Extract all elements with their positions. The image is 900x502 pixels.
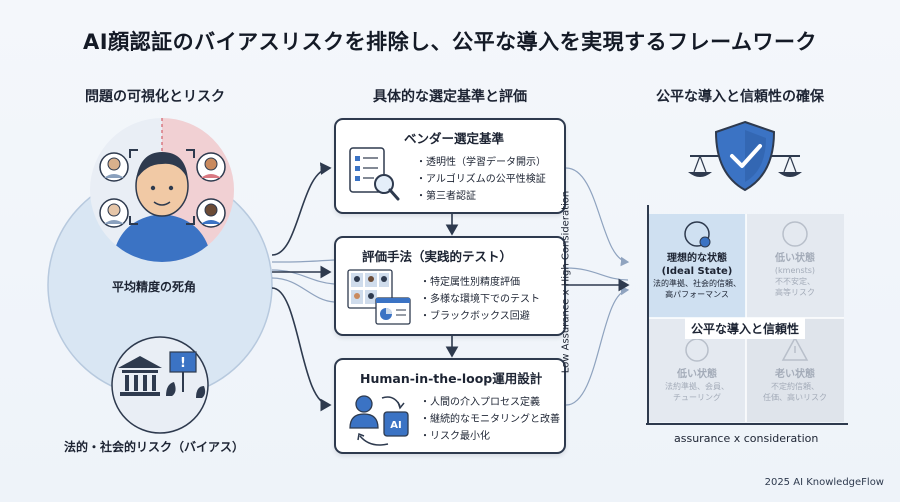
card-title: ベンダー選定基準 [404,131,505,146]
column-heading-fairness: 公平な導入と信頼性の確保 [656,89,824,105]
svg-text:!: ! [180,356,186,371]
face-circle [90,118,234,262]
footer-credit: 2025 AI KnowledgeFlow [764,477,884,488]
quadrant-bottom-right: 老い状態 不定約信頼、 任価、高いリスク [763,369,827,402]
card-title: Human-in-the-loop運用設計 [360,371,543,386]
column-heading-problem: 問題の可視化とリスク [85,89,225,105]
list-item: 多様な環境下でのテスト [420,291,540,308]
column-heading-criteria: 具体的な選定基準と評価 [373,89,527,105]
list-item: 継続的なモニタリングと改善 [420,411,560,428]
legal-risk-label: 法的・社会的リスク（バイアス） [64,440,245,454]
list-item: 特定属性別精度評価 [420,274,540,291]
shield-scale-icon [688,120,802,192]
quadrant-ideal: 理想的な状態 (Ideal State) 法的準拠、社会的信頼、 高パフォーマン… [653,253,741,299]
checklist-magnifier-icon [349,147,400,201]
list-item: リスク最小化 [420,428,560,445]
list-item: 透明性（学習データ開示） [416,154,546,171]
face-test-grid-icon [347,269,411,325]
matrix-center-label: 公平な導入と信頼性 [685,318,806,339]
list-item: ブラックボックス回避 [420,308,540,325]
list-item: アルゴリズムの公平性検証 [416,171,546,188]
page-title: AI顔認証のバイアスリスクを排除し、公平な導入を実現するフレームワーク [83,30,817,54]
evaluation-method-list: 特定属性別精度評価 多様な環境下でのテスト ブラックボックス回避 [420,274,540,325]
matrix-y-axis-label: Low Assurance x High Consideration [560,190,572,374]
vendor-criteria-card: ベンダー選定基準 透明性（学習データ開示） アルゴリズムの公平性検証 第三者認証 [334,118,566,214]
list-item: 人間の介入プロセス定義 [420,394,560,411]
quadrant-bottom-left: 低い状態 法約準拠、会員、 チューリング [665,369,729,402]
ai-chip-label: AI [390,420,401,431]
human-ai-loop-icon: AI [349,395,409,446]
matrix-x-axis-label: assurance x consideration [674,432,819,445]
evaluation-method-card: 評価手法（実践的テスト） 特定属性別精度評価 多様な環境下でのテスト ブラックボ… [334,236,566,336]
legal-risk-circle: ! [111,336,209,434]
card-title: 評価手法（実践的テスト） [362,249,513,264]
human-in-the-loop-card: Human-in-the-loop運用設計 AI 人間の介入プロセス定義 継続的… [334,358,566,454]
list-item: 第三者認証 [416,188,546,205]
blind-spot-label: 平均精度の死角 [112,280,197,294]
vendor-criteria-list: 透明性（学習データ開示） アルゴリズムの公平性検証 第三者認証 [416,154,546,205]
hitl-list: 人間の介入プロセス定義 継続的なモニタリングと改善 リスク最小化 [420,394,560,445]
quadrant-top-right: 低い状態 (kmensts) 不不安定、 高等リスク [774,253,816,297]
